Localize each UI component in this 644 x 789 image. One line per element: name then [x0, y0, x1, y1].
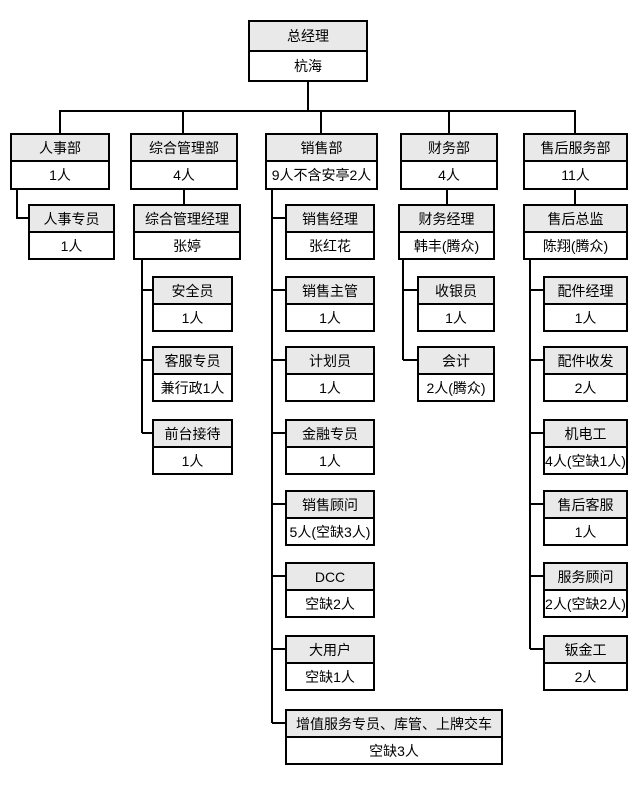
node-value-added-services: 增值服务专员、库管、上牌交车 空缺3人	[285, 709, 503, 765]
node-subtitle: 2人(空缺2人)	[545, 591, 626, 616]
node-subtitle: 兼行政1人	[154, 375, 231, 400]
node-sales-dept: 销售部 9人不含安亭2人	[265, 133, 378, 190]
node-title: 人事专员	[30, 206, 113, 233]
node-subtitle: 4人(空缺1人)	[545, 448, 626, 473]
node-sales-consultant: 销售顾问 5人(空缺3人)	[285, 490, 375, 546]
node-subtitle: 2人	[545, 664, 626, 689]
node-title: 收银员	[419, 278, 493, 305]
node-title: 大用户	[287, 637, 373, 664]
node-dcc: DCC 空缺2人	[285, 562, 375, 618]
node-subtitle: 空缺3人	[287, 738, 501, 763]
node-subtitle: 空缺1人	[287, 664, 373, 689]
node-finance-specialist: 金融专员 1人	[285, 419, 375, 475]
node-safety-officer: 安全员 1人	[152, 276, 233, 332]
node-subtitle: 9人不含安亭2人	[267, 162, 376, 188]
node-aftersales-service: 售后客服 1人	[543, 490, 628, 546]
node-title: 金融专员	[287, 421, 373, 448]
node-subtitle: 韩丰(腾众)	[400, 233, 493, 258]
node-sales-supervisor: 销售主管 1人	[285, 276, 375, 332]
node-subtitle: 5人(空缺3人)	[287, 519, 373, 544]
node-title: 钣金工	[545, 637, 626, 664]
node-parts-manager: 配件经理 1人	[543, 276, 628, 332]
node-subtitle: 1人	[545, 519, 626, 544]
node-title: 服务顾问	[545, 564, 626, 591]
node-general-manager: 总经理 杭海	[248, 20, 368, 82]
node-finance-manager: 财务经理 韩丰(腾众)	[398, 204, 495, 260]
node-subtitle: 1人	[545, 305, 626, 330]
node-title: 会计	[419, 348, 493, 375]
node-title: 机电工	[545, 421, 626, 448]
node-title: 综合管理部	[132, 135, 236, 162]
node-subtitle: 11人	[525, 162, 626, 188]
node-hr-specialist: 人事专员 1人	[28, 204, 115, 260]
node-subtitle: 张红花	[287, 233, 373, 258]
node-sheet-metal-worker: 钣金工 2人	[543, 635, 628, 691]
node-title: 总经理	[250, 22, 366, 52]
node-subtitle: 1人	[154, 448, 231, 473]
node-key-account: 大用户 空缺1人	[285, 635, 375, 691]
node-title: 综合管理经理	[135, 206, 239, 233]
node-title: 销售部	[267, 135, 376, 162]
node-title: 销售主管	[287, 278, 373, 305]
node-title: 销售经理	[287, 206, 373, 233]
node-admin-dept: 综合管理部 4人	[130, 133, 238, 190]
node-title: 计划员	[287, 348, 373, 375]
node-title: 售后服务部	[525, 135, 626, 162]
node-finance-dept: 财务部 4人	[400, 133, 498, 190]
node-title: 财务经理	[400, 206, 493, 233]
node-subtitle: 4人	[402, 162, 496, 188]
node-admin-manager: 综合管理经理 张婷	[133, 204, 241, 260]
node-title: 安全员	[154, 278, 231, 305]
node-title: 人事部	[12, 135, 108, 162]
node-subtitle: 陈翔(腾众)	[525, 233, 626, 258]
node-mechanic: 机电工 4人(空缺1人)	[543, 419, 628, 475]
node-title: 配件经理	[545, 278, 626, 305]
node-sales-manager: 销售经理 张红花	[285, 204, 375, 260]
node-subtitle: 杭海	[250, 52, 366, 80]
node-customer-service-specialist: 客服专员 兼行政1人	[152, 346, 233, 402]
node-subtitle: 1人	[287, 448, 373, 473]
node-subtitle: 2人(腾众)	[419, 375, 493, 400]
node-subtitle: 1人	[287, 375, 373, 400]
node-subtitle: 1人	[287, 305, 373, 330]
node-subtitle: 1人	[154, 305, 231, 330]
node-planner: 计划员 1人	[285, 346, 375, 402]
node-subtitle: 2人	[545, 375, 626, 400]
node-subtitle: 1人	[30, 233, 113, 258]
node-title: 财务部	[402, 135, 496, 162]
node-cashier: 收银员 1人	[417, 276, 495, 332]
node-subtitle: 张婷	[135, 233, 239, 258]
node-accountant: 会计 2人(腾众)	[417, 346, 495, 402]
node-service-advisor: 服务顾问 2人(空缺2人)	[543, 562, 628, 618]
node-parts-clerk: 配件收发 2人	[543, 346, 628, 402]
node-title: DCC	[287, 564, 373, 591]
node-title: 销售顾问	[287, 492, 373, 519]
node-subtitle: 4人	[132, 162, 236, 188]
node-aftersales-director: 售后总监 陈翔(腾众)	[523, 204, 628, 260]
node-hr-dept: 人事部 1人	[10, 133, 110, 190]
node-title: 客服专员	[154, 348, 231, 375]
node-aftersales-dept: 售后服务部 11人	[523, 133, 628, 190]
node-title: 配件收发	[545, 348, 626, 375]
node-title: 前台接待	[154, 421, 231, 448]
node-subtitle: 空缺2人	[287, 591, 373, 616]
node-title: 增值服务专员、库管、上牌交车	[287, 711, 501, 738]
node-subtitle: 1人	[12, 162, 108, 188]
node-receptionist: 前台接待 1人	[152, 419, 233, 475]
node-subtitle: 1人	[419, 305, 493, 330]
node-title: 售后客服	[545, 492, 626, 519]
node-title: 售后总监	[525, 206, 626, 233]
